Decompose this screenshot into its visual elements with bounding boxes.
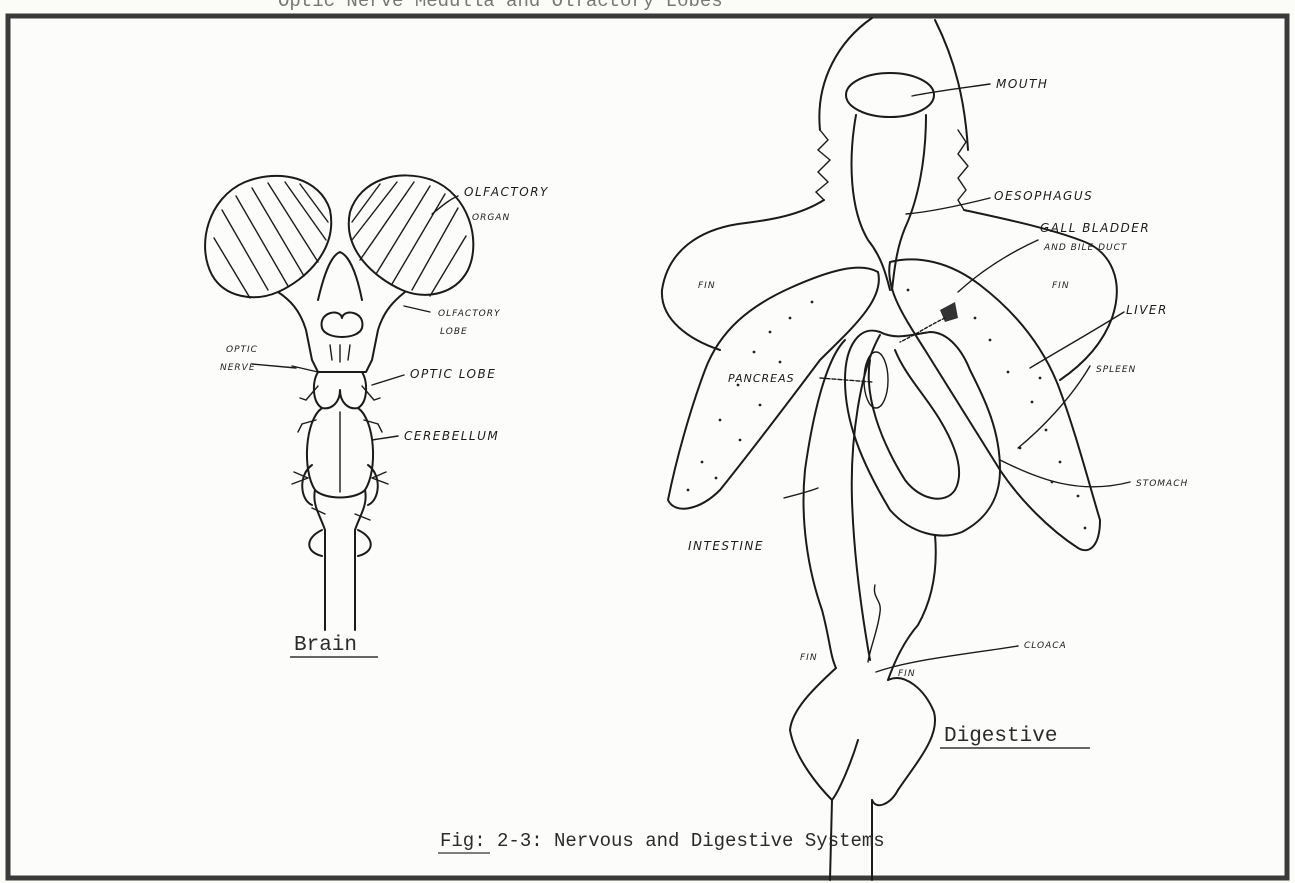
label-liver: LIVER bbox=[1126, 303, 1168, 317]
label-intestine: INTESTINE bbox=[688, 539, 764, 553]
label-oesophagus: OESOPHAGUS bbox=[994, 189, 1093, 203]
label-cerebellum: CEREBELLUM bbox=[404, 429, 499, 443]
label-fin-left: FIN bbox=[698, 281, 716, 291]
figure-caption: Fig: 2-3: Nervous and Digestive Systems bbox=[440, 830, 885, 852]
partial-heading: Optic Nerve Medulla and Olfactory Lobes bbox=[278, 0, 723, 12]
label-optic-lobe: OPTIC LOBE bbox=[410, 367, 496, 381]
label-gall-bladder-2: AND BILE DUCT bbox=[1043, 243, 1128, 253]
label-optic-nerve-1: OPTIC bbox=[226, 345, 258, 355]
figure-frame bbox=[8, 16, 1287, 878]
label-fin-bottom-right: FIN bbox=[898, 669, 916, 679]
label-optic-nerve-2: NERVE bbox=[220, 363, 256, 373]
label-fin-right: FIN bbox=[1052, 281, 1070, 291]
brain-caption: Brain bbox=[294, 634, 357, 657]
label-mouth: MOUTH bbox=[996, 77, 1048, 91]
label-spleen: SPLEEN bbox=[1096, 365, 1136, 375]
label-olfactory-organ-1: OLFACTORY bbox=[464, 185, 549, 199]
label-gall-bladder-1: GALL BLADDER bbox=[1040, 221, 1150, 235]
label-stomach: STOMACH bbox=[1136, 479, 1188, 489]
digestive-caption: Digestive bbox=[944, 725, 1057, 748]
label-fin-bottom-left: FIN bbox=[800, 653, 818, 663]
label-olfactory-lobe-1: OLFACTORY bbox=[438, 309, 501, 319]
label-cloaca: CLOACA bbox=[1024, 641, 1067, 651]
label-olfactory-organ-2: ORGAN bbox=[472, 213, 510, 223]
label-pancreas: PANCREAS bbox=[728, 372, 795, 385]
label-olfactory-lobe-2: LOBE bbox=[440, 327, 468, 337]
